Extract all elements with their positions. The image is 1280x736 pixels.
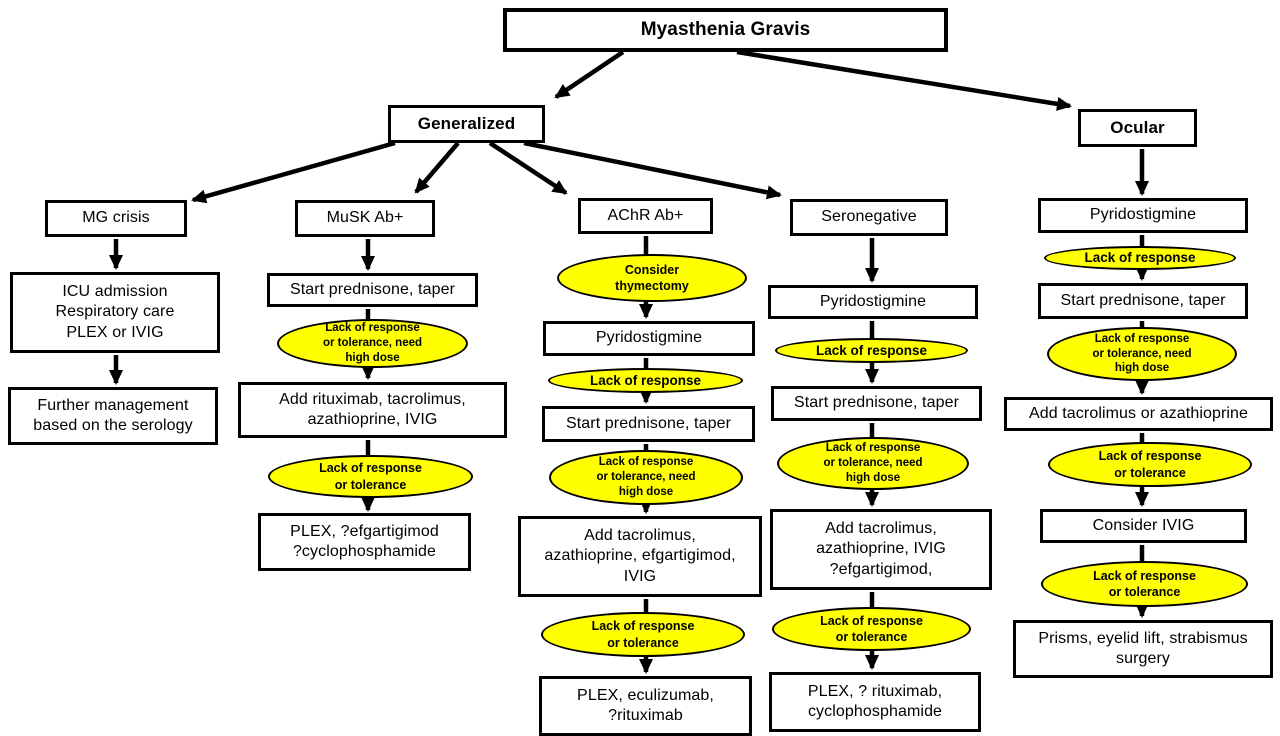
text-line: or tolerance, need	[1092, 347, 1192, 360]
ocular-lack-response-tolerance-ellipse-2: Lack of response or tolerance	[1041, 561, 1248, 607]
flowchart-diagram: Myasthenia Gravis Generalized Ocular MG …	[8, 8, 1273, 736]
text-line: high dose	[845, 471, 901, 484]
ocular-lack-response-ellipse: Lack of response	[1044, 246, 1236, 270]
text-line: Respiratory care	[55, 303, 175, 321]
achr-plex-eculizumab-box: PLEX, eculizumab, ?rituximab	[539, 676, 752, 736]
text-line: or tolerance, need	[596, 471, 696, 484]
sero-start-prednisone-box: Start prednisone, taper	[771, 386, 982, 421]
text-line: or tolerance	[1108, 585, 1181, 599]
ocular-lack-response-tolerance-ellipse-1: Lack of response or tolerance	[1048, 442, 1252, 487]
text-line: PLEX or IVIG	[66, 323, 164, 341]
text-line: PLEX, ?efgartigimod	[290, 522, 439, 540]
text-line: Prisms, eyelid lift, strabismus	[1038, 629, 1248, 647]
text-line: ?rituximab	[608, 707, 683, 724]
ocular-add-tacrolimus-box: Add tacrolimus or azathioprine	[1004, 397, 1273, 431]
text-line: Consider	[624, 262, 680, 277]
achr-start-prednisone-box: Start prednisone, taper	[542, 406, 755, 442]
musk-plex-efgartigimod-box: PLEX, ?efgartigimod ?cyclophosphamide	[258, 513, 471, 571]
icu-admission-box: ICU admission Respiratory care PLEX or I…	[10, 272, 220, 353]
text-line: or tolerance	[1114, 465, 1186, 480]
text-line: IVIG	[623, 567, 657, 585]
text-line: Add tacrolimus,	[584, 526, 696, 544]
text-line: high dose	[618, 485, 674, 498]
further-management-box: Further management based on the serology	[8, 387, 218, 445]
text-line: high dose	[1114, 362, 1170, 375]
musk-start-prednisone-box: Start prednisone, taper	[267, 273, 478, 307]
ocular-lack-response-high-dose-ellipse: Lack of response or tolerance, need high…	[1047, 327, 1237, 381]
text-line: Add tacrolimus,	[825, 519, 937, 537]
text-line: azathioprine, efgartigimod,	[544, 547, 736, 565]
text-line: Add rituximab, tacrolimus,	[279, 390, 466, 408]
text-line: Lack of response	[319, 461, 422, 476]
text-line: Lack of response	[598, 456, 694, 469]
musk-header: MuSK Ab+	[295, 200, 435, 237]
text-line: Lack of response	[325, 322, 420, 335]
mg-crisis-header: MG crisis	[45, 200, 187, 237]
sero-lack-response-high-dose-ellipse: Lack of response or tolerance, need high…	[777, 437, 969, 490]
text-line: Lack of response	[820, 613, 923, 628]
sero-pyridostigmine-box: Pyridostigmine	[768, 285, 978, 319]
text-line: or tolerance, need	[823, 457, 923, 470]
title-node: Myasthenia Gravis	[503, 8, 948, 52]
ocular-start-prednisone-box: Start prednisone, taper	[1038, 283, 1248, 319]
text-line: cyclophosphamide	[807, 703, 943, 720]
text-line: or tolerance	[334, 477, 407, 492]
text-line: ?cyclophosphamide	[292, 543, 437, 560]
ocular-pyridostigmine-box: Pyridostigmine	[1038, 198, 1248, 233]
sero-lack-response-tolerance-ellipse: Lack of response or tolerance	[772, 607, 971, 651]
text-line: or tolerance	[835, 630, 908, 644]
text-line: Lack of response	[1098, 449, 1202, 464]
text-line: ?efgartigimod,	[829, 560, 933, 578]
text-line: ICU admission	[62, 282, 168, 300]
sero-lack-response-ellipse: Lack of response	[775, 338, 968, 363]
text-line: thymectomy	[615, 279, 689, 293]
text-line: PLEX, eculizumab,	[577, 686, 714, 704]
text-line: based on the serology	[33, 417, 193, 434]
sero-plex-rituximab-box: PLEX, ? rituximab, cyclophosphamide	[769, 672, 981, 732]
text-line: surgery	[1115, 650, 1171, 667]
achr-header: AChR Ab+	[578, 198, 713, 234]
text-line: Lack of response	[825, 442, 921, 455]
sero-add-tacrolimus-box: Add tacrolimus, azathioprine, IVIG ?efga…	[770, 509, 992, 590]
text-line: or tolerance, need	[322, 337, 423, 350]
text-line: or tolerance	[607, 635, 679, 650]
musk-add-rituximab-box: Add rituximab, tacrolimus, azathioprine,…	[238, 382, 507, 438]
musk-lack-response-high-dose-ellipse: Lack of response or tolerance, need high…	[277, 319, 468, 368]
achr-consider-thymectomy-ellipse: Consider thymectomy	[557, 254, 747, 302]
text-line: azathioprine, IVIG	[816, 540, 946, 558]
branch-ocular: Ocular	[1078, 109, 1197, 147]
ocular-consider-ivig-box: Consider IVIG	[1040, 509, 1247, 543]
text-line: high dose	[345, 351, 400, 364]
text-line: Lack of response	[591, 619, 695, 634]
achr-lack-response-high-dose-ellipse: Lack of response or tolerance, need high…	[549, 450, 743, 505]
achr-lack-response-tolerance-ellipse: Lack of response or tolerance	[541, 612, 745, 657]
text-line: Further management	[37, 396, 189, 414]
musk-lack-response-tolerance-ellipse: Lack of response or tolerance	[268, 455, 473, 498]
ocular-prisms-surgery-box: Prisms, eyelid lift, strabismus surgery	[1013, 620, 1273, 678]
achr-lack-response-ellipse: Lack of response	[548, 368, 743, 393]
seronegative-header: Seronegative	[790, 199, 948, 236]
achr-add-tacrolimus-box: Add tacrolimus, azathioprine, efgartigim…	[518, 516, 762, 597]
text-line: Lack of response	[1093, 568, 1196, 583]
text-line: Lack of response	[1094, 332, 1190, 345]
achr-pyridostigmine-box: Pyridostigmine	[543, 321, 755, 356]
text-line: azathioprine, IVIG	[307, 411, 438, 428]
text-line: PLEX, ? rituximab,	[807, 682, 943, 700]
branch-generalized: Generalized	[388, 105, 545, 143]
